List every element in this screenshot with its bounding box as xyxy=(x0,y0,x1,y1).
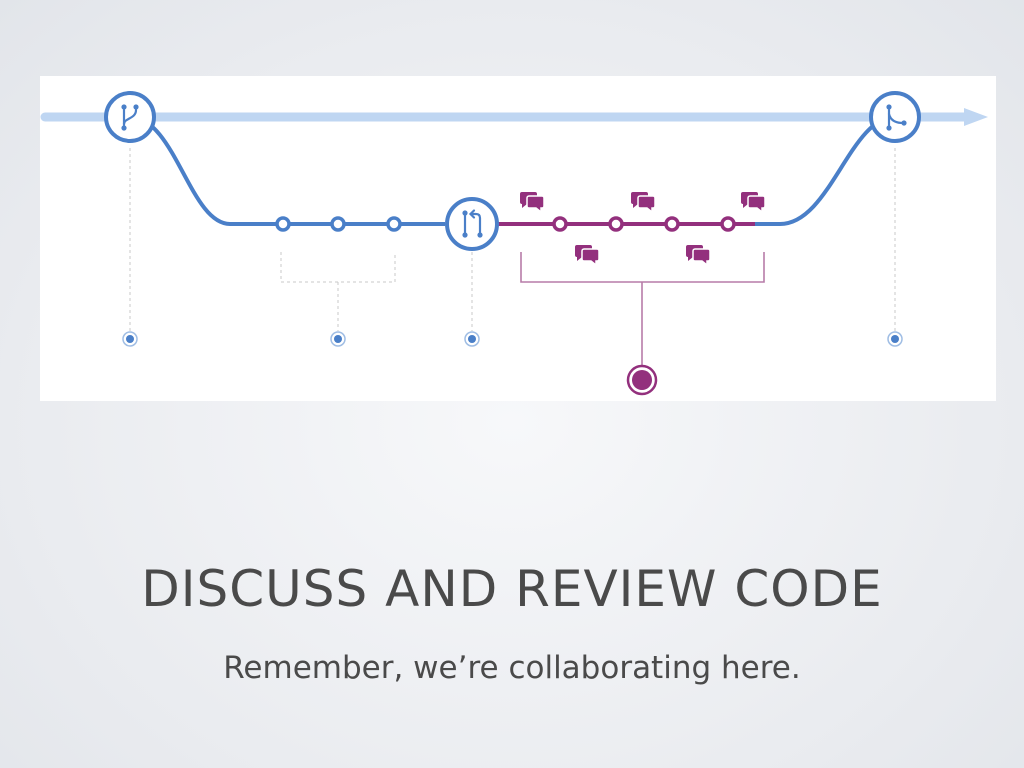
timeline-markers xyxy=(122,331,903,347)
git-pull-request-icon xyxy=(462,209,483,238)
git-branch-icon xyxy=(121,104,139,131)
timeline-marker xyxy=(887,331,903,347)
pull-request-node xyxy=(445,197,499,251)
merge-node xyxy=(869,91,921,143)
commit-dots xyxy=(275,216,402,232)
comment-icon xyxy=(574,244,600,266)
feature-branch-line xyxy=(129,115,445,226)
discussion-commit-dot xyxy=(552,216,568,232)
git-merge-icon xyxy=(886,104,907,131)
discussion-marker-core xyxy=(632,370,652,390)
workflow-diagram-svg xyxy=(40,91,988,396)
commit-dot xyxy=(386,216,402,232)
branch-start-node xyxy=(104,91,156,143)
discussion-commit-dot xyxy=(664,216,680,232)
discussion-bracket xyxy=(520,252,765,366)
workflow-diagram xyxy=(40,76,996,401)
commit-dot xyxy=(275,216,291,232)
comment-icon xyxy=(740,191,766,213)
timeline-marker xyxy=(464,331,480,347)
timeline-marker xyxy=(330,331,346,347)
discussion-commit-dot xyxy=(720,216,736,232)
discussion-commit-dots xyxy=(552,216,736,232)
comment-icon xyxy=(630,191,656,213)
comment-icon xyxy=(519,191,545,213)
slide-subtitle: Remember, we’re collaborating here. xyxy=(223,650,801,686)
commit-dot xyxy=(330,216,346,232)
dashed-guides xyxy=(129,148,896,331)
slide-title: DISCUSS AND REVIEW CODE xyxy=(141,560,883,618)
main-branch-arrow xyxy=(964,108,988,126)
comment-icon xyxy=(685,244,711,266)
discussion-commit-dot xyxy=(608,216,624,232)
timeline-marker xyxy=(122,331,138,347)
feature-branch-line-continued xyxy=(498,115,896,226)
